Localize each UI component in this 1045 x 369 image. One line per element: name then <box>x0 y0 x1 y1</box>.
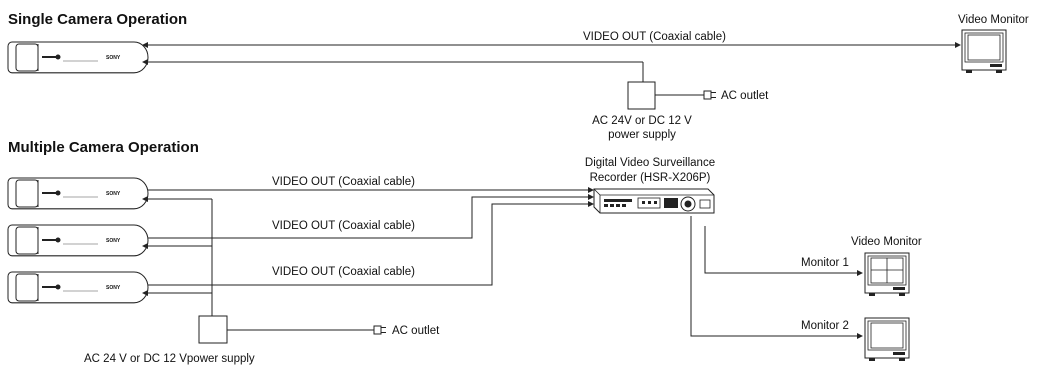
arrow-head <box>588 187 594 193</box>
power-supply-icon <box>198 315 228 344</box>
arrow-head <box>142 243 148 249</box>
video-monitor-icon <box>961 29 1007 74</box>
monitor-group-label: Video Monitor <box>851 236 922 248</box>
camera-logo: SONY <box>106 238 121 244</box>
power-supply-icon <box>627 81 656 110</box>
single-cable-label: VIDEO OUT (Coaxial cable) <box>583 31 726 43</box>
recorder-label-1: Digital Video Surveillance <box>585 157 715 169</box>
single-power-label-2: power supply <box>608 129 676 141</box>
arrow-head <box>857 333 863 339</box>
recorder-icon <box>593 188 715 214</box>
recorder-label-2: Recorder (HSR-X206P) <box>590 172 711 184</box>
multi-cable-label-3: VIDEO OUT (Coaxial cable) <box>272 266 415 278</box>
arrow-head <box>588 194 594 200</box>
camera-logo: SONY <box>106 285 121 291</box>
camera-icon: SONY <box>7 271 149 304</box>
multi-cable-label-2: VIDEO OUT (Coaxial cable) <box>272 220 415 232</box>
single-camera-heading: Single Camera Operation <box>8 11 187 28</box>
plug-icon <box>703 90 717 100</box>
video-monitor-icon <box>864 317 910 362</box>
video-out-cable-2 <box>148 196 588 239</box>
arrow-head <box>857 270 863 276</box>
monitor-1-cable <box>704 226 857 274</box>
camera-icon: SONY <box>7 224 149 257</box>
single-outlet-label: AC outlet <box>721 90 769 102</box>
camera-icon: SONY <box>7 41 149 74</box>
arrow-head <box>142 196 148 202</box>
multiple-camera-heading: Multiple Camera Operation <box>8 139 199 156</box>
monitor-2-cable <box>690 216 857 337</box>
arrow-head <box>142 290 148 296</box>
plug-icon <box>373 325 387 335</box>
monitor-1-label: Monitor 1 <box>801 257 849 269</box>
multi-outlet-label: AC outlet <box>392 325 440 337</box>
arrow-head <box>142 42 148 48</box>
video-out-cable-3 <box>148 203 588 286</box>
camera-logo: SONY <box>106 191 121 197</box>
camera-icon: SONY <box>7 177 149 210</box>
single-power-label-1: AC 24V or DC 12 V <box>592 115 692 127</box>
monitor-2-label: Monitor 2 <box>801 320 849 332</box>
single-monitor-label: Video Monitor <box>958 14 1029 26</box>
multi-power-label: AC 24 V or DC 12 Vpower supply <box>84 353 255 365</box>
video-monitor-icon <box>864 252 910 297</box>
arrow-head <box>588 201 594 207</box>
camera-logo: SONY <box>106 55 121 61</box>
arrow-head <box>955 42 961 48</box>
multi-cable-label-1: VIDEO OUT (Coaxial cable) <box>272 176 415 188</box>
arrow-head <box>142 59 148 65</box>
